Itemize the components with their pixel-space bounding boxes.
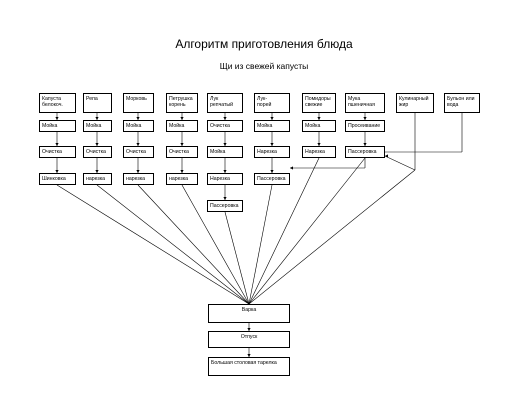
step-carrot-cut: нарезка <box>123 173 154 185</box>
arrowhead <box>223 117 227 120</box>
ingredient-parsley-root: Петрушка корень <box>166 93 198 113</box>
arrowhead <box>136 170 140 173</box>
step-parsley-wash: Мойка <box>166 120 198 132</box>
ingredient-onion: Лук репчатый <box>207 93 243 113</box>
arrowhead <box>95 117 99 120</box>
connector-line <box>96 184 250 305</box>
arrowhead <box>95 143 99 146</box>
step-cabbage-peel: Очистка <box>39 146 76 158</box>
diagram-title: Алгоритм приготовления блюда <box>175 37 353 51</box>
step-carrot-peel: Очистка <box>123 146 154 158</box>
step-turnip-peel: Очистка <box>83 146 112 158</box>
arrowhead <box>317 117 321 120</box>
connector-line <box>248 157 320 305</box>
arrowhead <box>180 117 184 120</box>
arrowhead <box>270 117 274 120</box>
serving-dish: Большая столовая тарелка <box>208 357 290 376</box>
arrowhead <box>223 197 227 200</box>
connector-line <box>181 184 250 305</box>
arrowhead <box>247 328 251 331</box>
arrowhead <box>223 170 227 173</box>
arrowhead <box>55 117 59 120</box>
step-cooking: Варка <box>208 304 290 323</box>
connector-line <box>137 184 250 305</box>
ingredient-cabbage: Капуста белокоч. <box>39 93 76 113</box>
ingredient-tomatoes: Помидоры свежие <box>302 93 336 113</box>
step-flour-saute: Пассеровка <box>345 146 385 158</box>
arrowhead <box>55 170 59 173</box>
connector-line <box>248 184 273 305</box>
step-serving: Отпуск <box>208 331 290 348</box>
connector-line <box>224 211 250 305</box>
step-parsley-peel: Очистка <box>166 146 198 158</box>
arrowhead <box>385 154 388 158</box>
step-carrot-wash: Мойка <box>123 120 154 132</box>
ingredient-turnip: Репа <box>83 93 112 113</box>
connector-line <box>56 184 250 305</box>
arrowhead <box>136 117 140 120</box>
arrowhead <box>247 354 251 357</box>
arrowhead <box>363 143 367 146</box>
step-leek-saute: Пассеровка <box>254 173 290 185</box>
diagram-subtitle: Щи из свежей капусты <box>219 61 309 71</box>
ingredient-cooking-fat: Кулинарный жир <box>396 93 434 113</box>
connector-line <box>248 169 416 305</box>
step-parsley-cut: нарезка <box>166 173 198 185</box>
arrowhead <box>363 117 367 120</box>
connector-line <box>384 155 416 171</box>
step-onion-cut: Нарезка <box>207 173 243 185</box>
step-turnip-cut: нарезка <box>83 173 112 185</box>
step-leek-wash: Мойка <box>254 120 290 132</box>
arrowhead <box>95 170 99 173</box>
step-tomato-wash: Мойка <box>302 120 336 132</box>
ingredient-broth-or-water: Бульон или вода <box>444 93 480 113</box>
arrowhead <box>270 170 274 173</box>
step-onion-peel: Очистка <box>207 120 243 132</box>
step-flour-sift: Просеивание <box>345 120 385 132</box>
ingredient-leek: Лук- порей <box>254 93 290 113</box>
arrowhead <box>136 143 140 146</box>
ingredient-carrot: Морковь <box>123 93 154 113</box>
arrowhead <box>270 143 274 146</box>
step-onion-saute: Пассеровка <box>207 200 243 212</box>
step-cabbage-shred: Шинковка <box>39 173 76 185</box>
step-onion-wash: Мойка <box>207 146 243 158</box>
arrowhead <box>55 143 59 146</box>
arrowhead <box>223 143 227 146</box>
step-turnip-wash: Мойка <box>83 120 112 132</box>
arrowhead <box>180 143 184 146</box>
arrowhead <box>290 166 293 170</box>
arrowhead <box>317 143 321 146</box>
step-cabbage-wash: Мойка <box>39 120 76 132</box>
step-leek-cut: Нарезка <box>254 146 290 158</box>
arrowhead <box>180 170 184 173</box>
step-tomato-cut: Нарезка <box>302 146 336 158</box>
ingredient-flour: Мука пшеничная <box>345 93 385 113</box>
connector-line <box>248 157 366 305</box>
